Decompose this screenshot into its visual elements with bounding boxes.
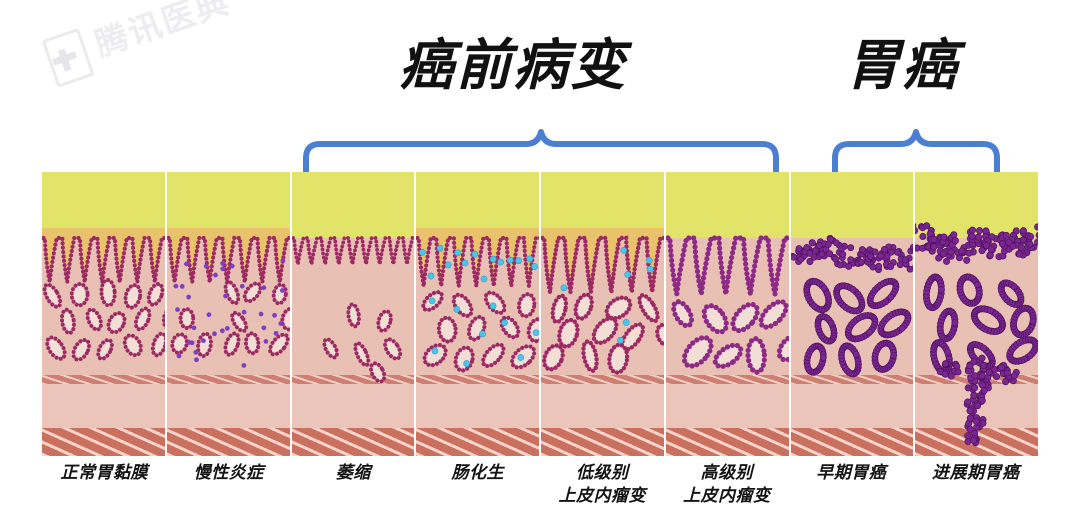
gastric-cancer-brace: [832, 129, 1000, 174]
heading-gastric-cancer: 胃癌: [845, 34, 960, 96]
submucosa-layer: [291, 384, 415, 428]
muscularis-propria-layer: [291, 428, 415, 456]
precancer-brace: [303, 129, 779, 174]
muscularis-mucosae-layer: [416, 375, 539, 384]
muscularis-mucosae-layer: [42, 375, 165, 384]
muscularis-propria-layer: [166, 428, 290, 456]
stage-label-low-grade-neoplasia: 低级别 上皮内瘤变: [558, 463, 646, 505]
muscularis-mucosae-layer: [790, 375, 914, 384]
muscularis-propria-layer: [42, 428, 165, 456]
tissue-panel-low-grade-neoplasia: [541, 172, 666, 456]
tissue-panel-intestinal-metaplasia: [416, 172, 541, 456]
tissue-panel-high-grade-neoplasia: [665, 172, 791, 456]
watermark: 腾讯医典: [36, 0, 237, 88]
submucosa-layer: [665, 384, 789, 428]
stage-label-high-grade-neoplasia: 高级别 上皮内瘤变: [683, 463, 771, 505]
stage-label-early-gastric-cancer: 早期胃癌: [816, 463, 887, 482]
tissue-artwork: [665, 172, 789, 456]
muscularis-propria-layer: [541, 428, 664, 456]
medical-book-icon: [36, 24, 96, 88]
submucosa-layer: [790, 384, 914, 428]
submucosa-layer: [416, 384, 539, 428]
tissue-panel-chronic-inflammation: [166, 172, 292, 456]
submucosa-layer: [42, 384, 165, 428]
tissue-artwork: [166, 172, 290, 456]
stage-label-atrophy: 萎缩: [335, 463, 371, 482]
muscularis-propria-layer: [416, 428, 539, 456]
stage-label-intestinal-metaplasia: 肠化生: [451, 463, 504, 482]
stage-label-normal-mucosa: 正常胃黏膜: [60, 463, 148, 482]
muscularis-propria-layer: [665, 428, 789, 456]
muscularis-mucosae-layer: [291, 375, 415, 384]
tissue-panel-row: [42, 172, 1038, 456]
muscularis-propria-layer: [790, 428, 914, 456]
tissue-artwork: [42, 172, 165, 456]
tissue-artwork: [790, 172, 914, 456]
tissue-panel-atrophy: [291, 172, 417, 456]
submucosa-layer: [166, 384, 290, 428]
muscularis-mucosae-layer: [665, 375, 789, 384]
heading-precancerous-lesions: 癌前病变: [399, 34, 628, 96]
tissue-artwork: [416, 172, 539, 456]
stage-label-chronic-inflammation: 慢性炎症: [193, 463, 264, 482]
muscularis-mucosae-layer: [541, 375, 664, 384]
watermark-text: 腾讯医典: [89, 0, 235, 63]
tissue-artwork: [541, 172, 664, 456]
tissue-panel-early-gastric-cancer: [790, 172, 916, 456]
stage-label-advanced-gastric-cancer: 进展期胃癌: [932, 463, 1020, 482]
tissue-artwork: [915, 172, 1038, 456]
tissue-panel-advanced-gastric-cancer: [915, 172, 1038, 456]
tissue-artwork: [291, 172, 415, 456]
tissue-panel-normal-mucosa: [42, 172, 167, 456]
submucosa-layer: [541, 384, 664, 428]
muscularis-mucosae-layer: [166, 375, 290, 384]
stage-label-row: 正常胃黏膜 慢性炎症 萎缩 肠化生 低级别 上皮内瘤变高级别 上皮内瘤变 早期胃癌 进展期胃…: [42, 462, 1038, 524]
